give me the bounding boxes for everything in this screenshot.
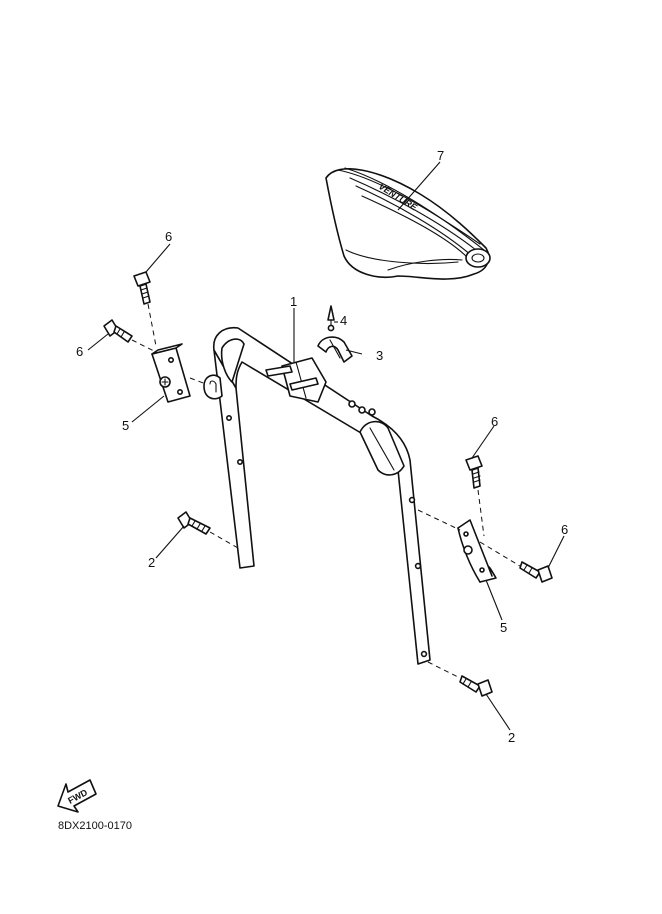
callout-1: 1: [290, 294, 297, 309]
bolt-part-6-upper-right: [465, 455, 483, 489]
handlebar-pad-part-7: VENTURE: [325, 167, 491, 280]
callout-3: 3: [376, 348, 383, 363]
callout-2-right: 2: [508, 730, 515, 745]
forward-arrow-icon: FWD: [57, 779, 97, 813]
clip-part-3: [317, 336, 353, 363]
callout-7: 7: [437, 148, 444, 163]
callout-6-right-upper: 6: [491, 414, 498, 429]
callout-leaders: [87, 161, 565, 731]
callout-6-left: 6: [76, 344, 83, 359]
callout-4: 4: [340, 313, 347, 328]
callout-2-left: 2: [148, 555, 155, 570]
callout-5-left: 5: [122, 418, 129, 433]
bolt-part-2-right: [459, 675, 493, 697]
callout-5-right: 5: [500, 620, 507, 635]
bolt-part-2-left: [177, 511, 211, 535]
callout-numbers: 7 6 1 4 3 6 5 6 6 2 5 2: [76, 148, 568, 745]
callout-6-right: 6: [561, 522, 568, 537]
bolt-part-6-lower-right: [519, 561, 553, 583]
handlebar-frame-part-1: [203, 326, 431, 665]
callout-6-top-left: 6: [165, 229, 172, 244]
bracket-part-5-left: [151, 343, 191, 403]
pin-part-4: [327, 305, 335, 332]
catalog-code: 8DX2100-0170: [58, 820, 133, 832]
bolt-part-6-upper-left: [133, 271, 151, 305]
bracket-part-5-right: [457, 519, 497, 583]
bolt-part-6-lower-left: [103, 319, 133, 343]
